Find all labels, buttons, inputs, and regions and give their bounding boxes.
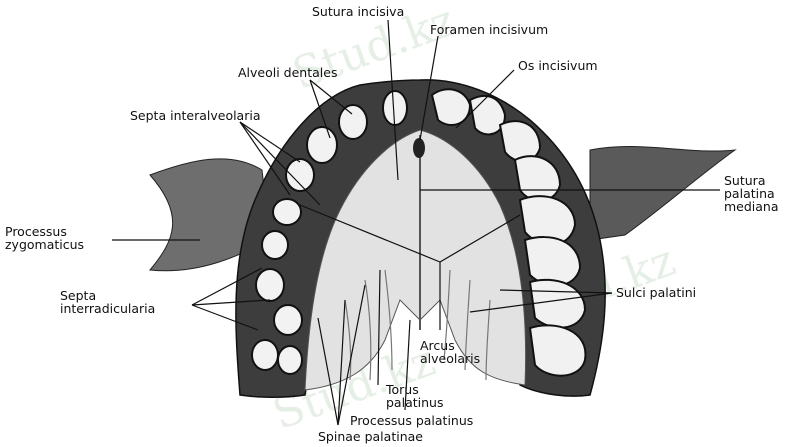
- label-sutura-incisiva: Sutura incisiva: [312, 4, 404, 19]
- left-alveoli: [251, 90, 408, 375]
- incisive-foramen: [413, 138, 425, 158]
- left-zygomatic-process: [149, 158, 271, 272]
- labels: Sutura incisiva Foramen incisivum Os inc…: [5, 4, 779, 444]
- label-sulci-palatini: Sulci palatini: [616, 285, 696, 300]
- palatine-spines: [344, 269, 491, 381]
- label-processus-palatinus: Processus palatinus: [350, 413, 473, 428]
- label-line: mediana: [724, 199, 779, 214]
- label-septa-interalveolaria: Septa interalveolaria: [130, 108, 261, 123]
- label-processus-zygomaticus: Processus zygomaticus: [5, 224, 84, 252]
- label-line: Processus: [5, 224, 67, 239]
- label-sutura-palatina-mediana: Sutura palatina mediana: [724, 173, 779, 214]
- label-septa-interradicularia: Septa interradicularia: [60, 288, 155, 316]
- label-arcus-alveolaris: Arcus alveolaris: [420, 338, 480, 366]
- label-foramen-incisivum: Foramen incisivum: [430, 22, 548, 37]
- label-os-incisivum: Os incisivum: [518, 58, 598, 73]
- label-line: zygomaticus: [5, 237, 84, 252]
- label-alveoli-dentales: Alveoli dentales: [238, 65, 337, 80]
- label-line: palatina: [724, 186, 775, 201]
- label-line: interradicularia: [60, 301, 155, 316]
- label-torus-palatinus: Torus palatinus: [385, 382, 443, 410]
- label-line: Septa: [60, 288, 96, 303]
- leader-lines: [112, 19, 720, 426]
- label-line: palatinus: [386, 395, 443, 410]
- label-spinae-palatinae: Spinae palatinae: [318, 429, 423, 444]
- label-line: Arcus: [420, 338, 455, 353]
- label-line: Torus: [385, 382, 419, 397]
- hard-palate: [304, 129, 527, 391]
- label-line: alveolaris: [420, 351, 480, 366]
- right-zygomatic-process: [589, 146, 737, 241]
- label-line: Sutura: [724, 173, 765, 188]
